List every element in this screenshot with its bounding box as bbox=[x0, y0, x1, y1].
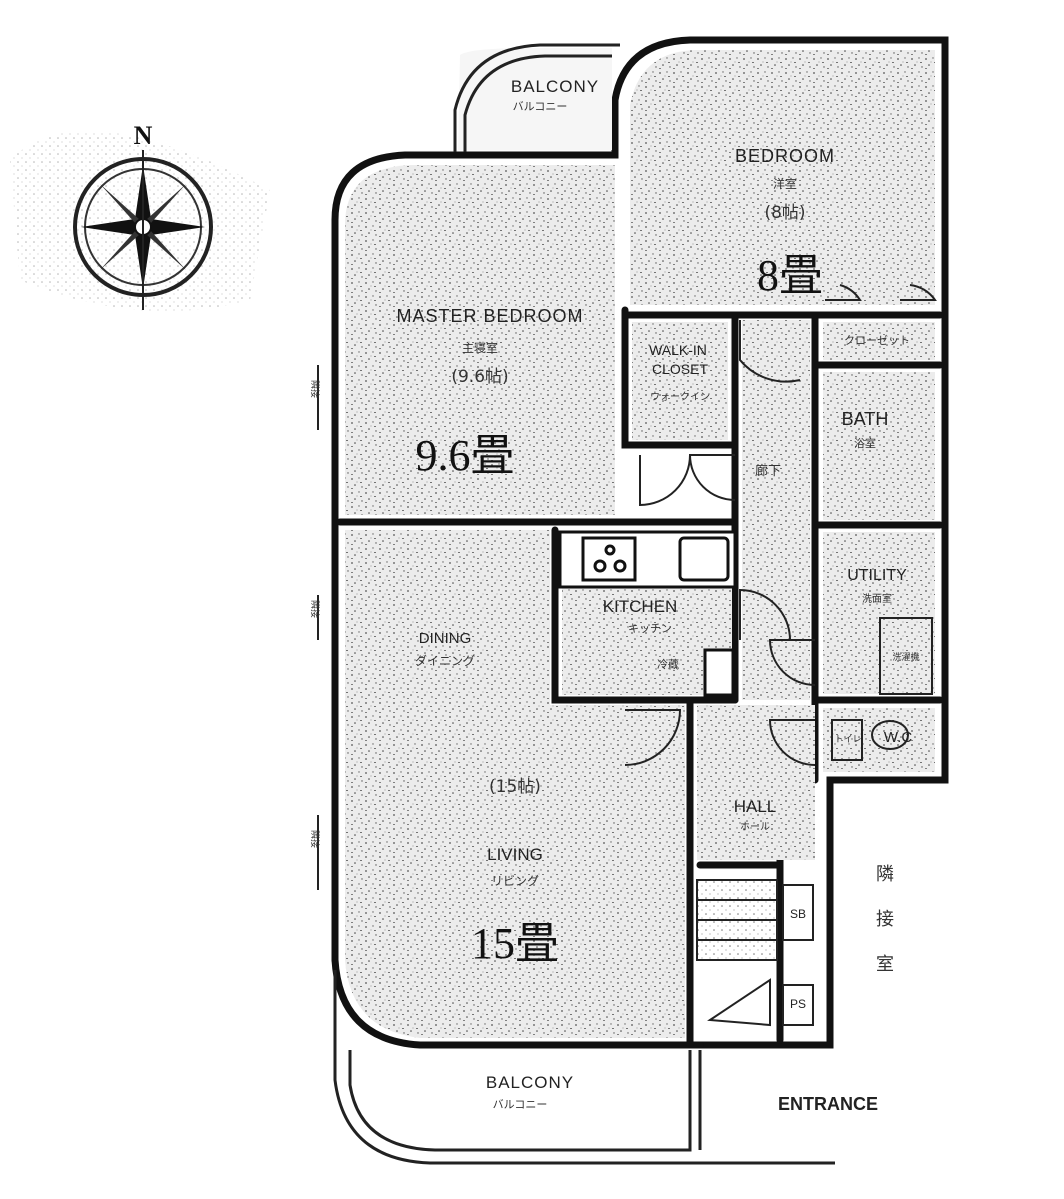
bedroom-label: BEDROOM bbox=[735, 146, 835, 166]
wc-label: W.C bbox=[884, 729, 912, 746]
washer-label: 洗濯機 bbox=[892, 651, 919, 663]
kitchen-counter bbox=[558, 530, 737, 697]
hall-label: HALL bbox=[734, 797, 777, 816]
kitchen-sub: キッチン bbox=[628, 622, 672, 635]
living-size: (15帖) bbox=[489, 777, 541, 797]
walls bbox=[331, 36, 949, 1049]
dimension-marks: 隣接 隣接 隣接 bbox=[309, 380, 321, 848]
living-sub: リビング bbox=[491, 874, 539, 888]
dimension-mark-3: 隣接 bbox=[309, 830, 321, 848]
living-tatami: 15畳 bbox=[471, 919, 559, 968]
kitchen-label: KITCHEN bbox=[603, 597, 678, 616]
compass-north-label: N bbox=[134, 121, 153, 150]
bath-sub: 浴室 bbox=[854, 436, 876, 450]
balcony-top-sub: バルコニー bbox=[513, 100, 568, 113]
bedroom-sub: 洋室 bbox=[773, 176, 797, 191]
balcony-bottom-outline bbox=[333, 970, 835, 1165]
bedroom-tatami: 8畳 bbox=[757, 251, 823, 300]
neighbor-label-1: 隣 bbox=[876, 864, 894, 885]
living-label: LIVING bbox=[487, 845, 543, 864]
door-swings bbox=[624, 284, 937, 1027]
balcony-top-label: BALCONY bbox=[511, 77, 599, 96]
master-bedroom-sub: 主寝室 bbox=[462, 340, 498, 355]
room-fills bbox=[345, 48, 935, 1038]
walkin-closet-sub: ウォークイン bbox=[650, 391, 710, 403]
fridge-label: 冷蔵 bbox=[657, 658, 679, 671]
master-bedroom-size: (9.6帖) bbox=[451, 367, 508, 387]
walkin-closet-label-2: CLOSET bbox=[652, 361, 708, 377]
master-bedroom-label: MASTER BEDROOM bbox=[396, 306, 583, 326]
dimension-mark-2: 隣接 bbox=[309, 600, 321, 618]
side-labels: 隣 接 室 ENTRANCE bbox=[778, 864, 894, 1114]
dining-sub: ダイニング bbox=[415, 653, 475, 668]
compass: N bbox=[10, 121, 270, 312]
neighbor-label-2: 接 bbox=[876, 909, 894, 930]
balcony-top-outline bbox=[453, 43, 620, 152]
utility-sub: 洗面室 bbox=[862, 592, 892, 605]
bedroom-size: (8帖) bbox=[764, 203, 805, 223]
wc-sub: トイレ bbox=[834, 735, 861, 745]
walkin-closet-label-1: WALK-IN bbox=[649, 342, 707, 358]
room-labels: BALCONY バルコニー BEDROOM 洋室 (8帖) 8畳 MASTER … bbox=[396, 77, 919, 1111]
corridor-label: 廊下 bbox=[755, 463, 781, 479]
entry-fixtures bbox=[696, 617, 933, 1026]
hall-sub: ホール bbox=[740, 821, 770, 833]
balcony-bottom-sub: バルコニー bbox=[493, 1098, 548, 1111]
ps-label: PS bbox=[790, 997, 806, 1011]
neighbor-label-3: 室 bbox=[876, 954, 894, 975]
bath-label: BATH bbox=[842, 409, 889, 429]
entrance-label: ENTRANCE bbox=[778, 1094, 878, 1114]
shoe-box-label: SB bbox=[790, 907, 806, 921]
master-bedroom-tatami: 9.6畳 bbox=[416, 431, 515, 480]
balcony-bottom-label: BALCONY bbox=[486, 1073, 574, 1092]
closet-top-label: クローゼット bbox=[844, 334, 910, 347]
dimension-mark-1: 隣接 bbox=[309, 380, 321, 398]
utility-label: UTILITY bbox=[847, 567, 907, 584]
dining-label: DINING bbox=[419, 630, 472, 647]
